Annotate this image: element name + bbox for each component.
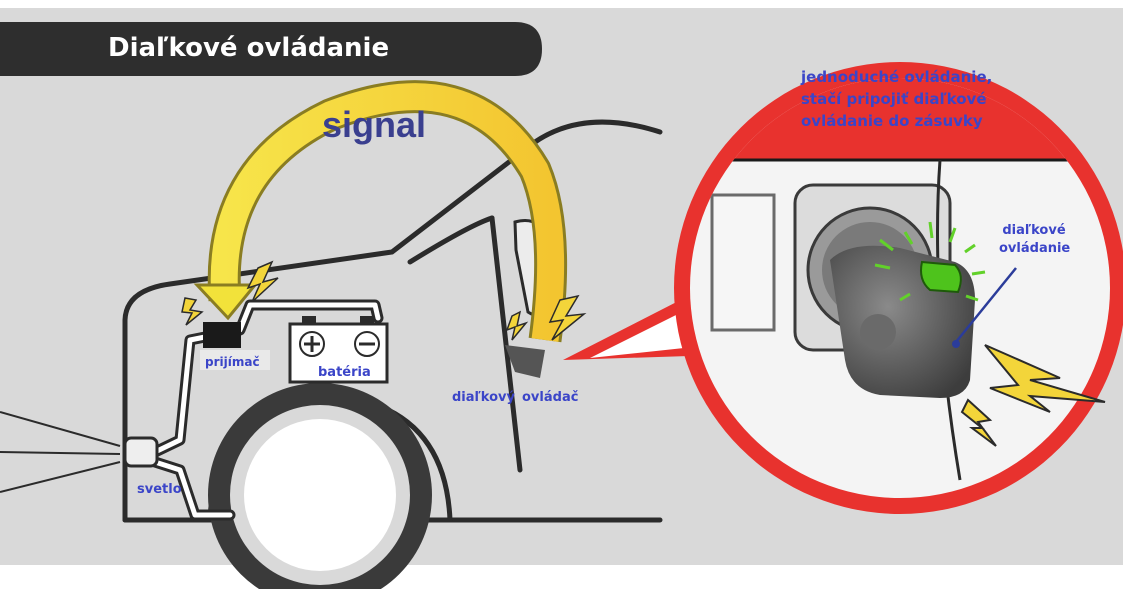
remote-pointer-line (955, 267, 1017, 343)
signal-label: signal (322, 104, 427, 145)
title-bar (0, 22, 542, 76)
socket-panel (710, 193, 776, 332)
page-title: Diaľkové ovládanie (108, 33, 390, 63)
callout-text: jednoduché ovládanie, stačí pripojiť dia… (801, 68, 993, 130)
remote-label-part2: ovládač (522, 390, 579, 405)
battery (288, 316, 389, 384)
receiver-label: prijímač (205, 355, 260, 369)
remote-label-part1: diaľkový (452, 390, 515, 405)
lightning-icons (181, 260, 587, 341)
callout-lightning-icons (960, 344, 1106, 447)
receiver-label-bg (200, 350, 270, 370)
light-label: svetlo (137, 482, 182, 497)
battery-minus-icon (354, 331, 380, 357)
callout-remote-label: diaľkové ovládanie (999, 223, 1071, 256)
signal-arrowhead (193, 283, 259, 321)
wheel (208, 383, 432, 589)
front-light-beams (0, 411, 121, 493)
remote-in-car (505, 345, 545, 378)
battery-label: batéria (318, 365, 371, 380)
receiver-box (203, 322, 241, 348)
remote-green-button (920, 260, 962, 294)
headlight (123, 436, 159, 468)
battery-plus-icon (299, 331, 325, 357)
